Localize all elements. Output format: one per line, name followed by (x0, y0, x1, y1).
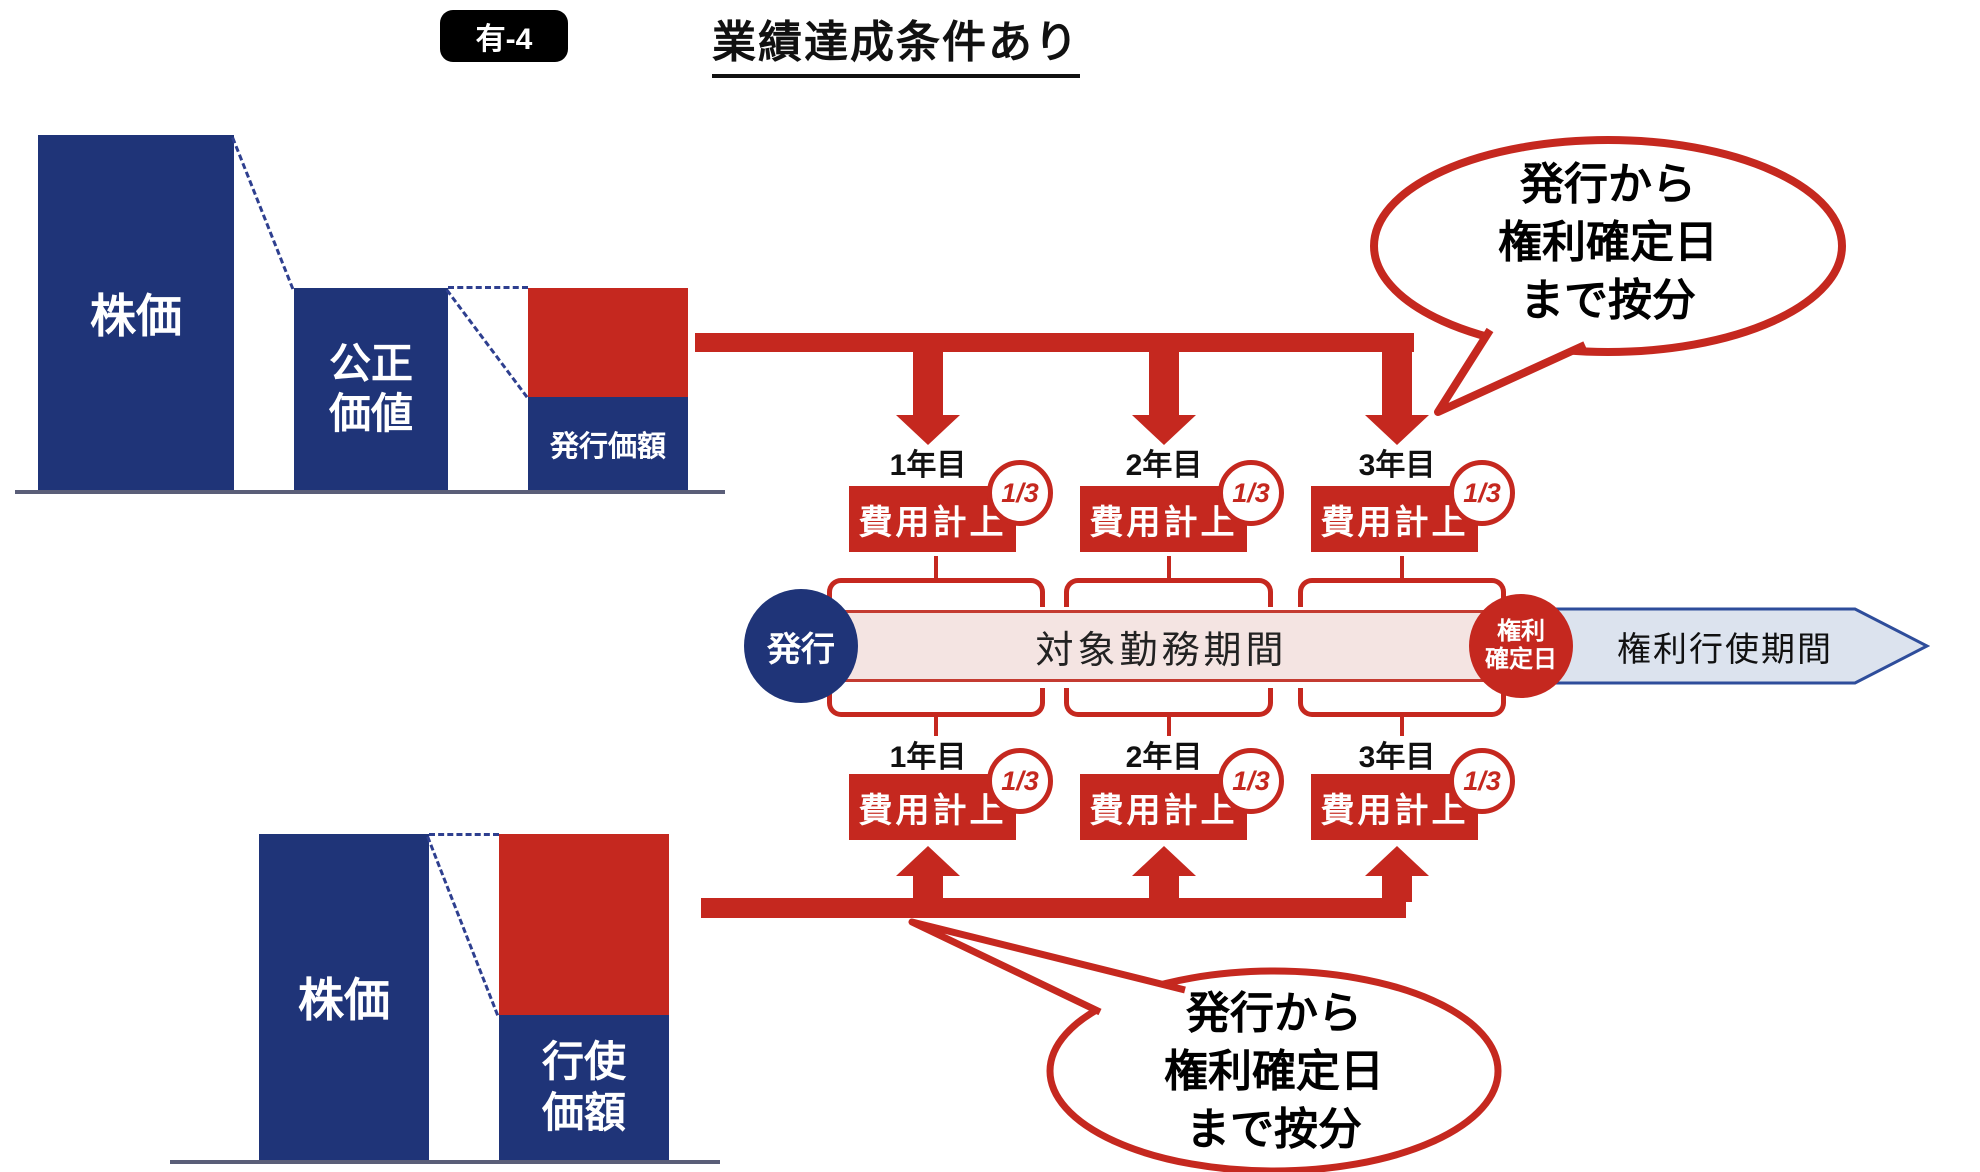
bottom-allocation-line (701, 898, 1406, 918)
bottom-chart-baseline (170, 1160, 720, 1164)
bottom-chart-spread-portion-bar (499, 834, 669, 1015)
exercise-period-label: 権利行使期間 (1617, 631, 1833, 669)
top-chart-dashed-horizontal (448, 286, 528, 289)
top-chart-baseline (15, 490, 725, 494)
top-chart-issue-price-bar: 発行価額 (528, 397, 688, 490)
bottom-fraction-badge-1: 1/3 (987, 748, 1053, 814)
top-chart-dashed-diagonal-2 (445, 289, 529, 399)
top-chart-fair-value-bar: 公正 価値 (294, 288, 448, 490)
top-year1-label: 1年目 (889, 449, 967, 482)
top-arrow-1-shaft (913, 352, 943, 415)
top-bracket-year3 (1298, 556, 1506, 607)
service-period-label: 対象勤務期間 (1035, 629, 1288, 672)
vesting-date-circle: 権利 確定日 (1469, 594, 1573, 698)
fair-value-label: 公正 価値 (328, 339, 413, 437)
bottom-arrow-1-head (896, 846, 960, 876)
top-year3-label: 3年目 (1358, 449, 1436, 482)
top-callout-text: 発行から 権利確定日 まで按分 (1498, 160, 1718, 326)
top-chart-stock-price-bar: 株価 (38, 135, 234, 490)
top-bracket-year2 (1064, 556, 1273, 607)
top-fraction-badge-1: 1/3 (987, 460, 1053, 526)
issue-price-label: 発行価額 (549, 430, 666, 463)
top-fraction-badge-3: 1/3 (1449, 460, 1515, 526)
top-fraction-badge-2: 1/3 (1218, 460, 1284, 526)
top-arrow-2-shaft (1149, 352, 1179, 415)
bottom-arrow-1-shaft (913, 876, 943, 902)
bottom-chart-dashed-diagonal (426, 836, 500, 1016)
bottom-arrow-2-shaft (1149, 876, 1179, 902)
top-chart-expense-portion-bar (528, 288, 688, 397)
bottom-arrow-2-head (1132, 846, 1196, 876)
bottom-bracket-year2 (1064, 688, 1273, 736)
bottom-year2-label: 2年目 (1125, 741, 1203, 774)
top-chart-dashed-diagonal-1 (231, 137, 295, 290)
bottom-chart-dashed-horizontal (429, 833, 499, 836)
exercise-price-label: 行使 価額 (541, 1038, 626, 1136)
bottom-bracket-year1 (827, 688, 1045, 736)
top-expense-box-1: 費用計上 (849, 486, 1016, 552)
bottom-year3-label: 3年目 (1358, 741, 1436, 774)
top-arrow-3-head (1365, 415, 1429, 445)
top-year2-label: 2年目 (1125, 449, 1203, 482)
page-title: 業績達成条件あり (712, 6, 1080, 78)
bottom-fraction-badge-3: 1/3 (1449, 748, 1515, 814)
service-period-bar: 対象勤務期間 (833, 610, 1490, 682)
top-arrow-3-shaft (1382, 352, 1412, 415)
bottom-arrow-3-head (1365, 846, 1429, 876)
stock-price-label: 株価 (90, 289, 182, 342)
stock-price-label-bottom: 株価 (298, 974, 390, 1026)
top-arrow-2-head (1132, 415, 1196, 445)
bottom-arrow-3-shaft (1382, 876, 1412, 902)
top-arrow-1-head (896, 415, 960, 445)
bottom-fraction-badge-2: 1/3 (1218, 748, 1284, 814)
issue-date-circle: 発行 (744, 589, 858, 703)
bottom-bracket-year3 (1298, 688, 1506, 736)
top-allocation-line (695, 333, 1414, 352)
top-bracket-year1 (827, 556, 1045, 607)
bottom-chart-stock-price-bar: 株価 (259, 834, 429, 1160)
top-callout-bubble (1370, 136, 1846, 416)
bottom-callout-bubble (908, 918, 1502, 1172)
figure-number-badge: 有-4 (440, 10, 568, 62)
bottom-callout-text: 発行から 権利確定日 まで按分 (1164, 989, 1384, 1155)
bottom-chart-exercise-price-bar: 行使 価額 (499, 1015, 669, 1160)
bottom-year1-label: 1年目 (889, 741, 967, 774)
